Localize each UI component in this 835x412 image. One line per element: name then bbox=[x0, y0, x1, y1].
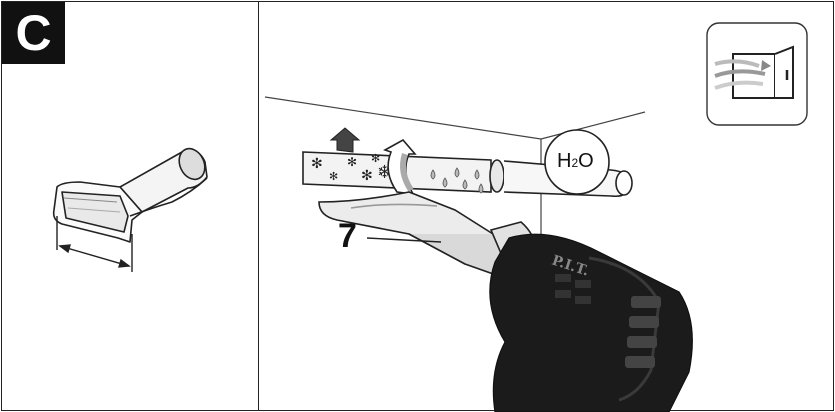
callout-number: 7 bbox=[338, 217, 357, 256]
left-panel: C bbox=[1, 1, 259, 411]
h2o-main: H bbox=[557, 150, 571, 172]
svg-text:✻: ✻ bbox=[329, 170, 338, 183]
svg-text:✻: ✻ bbox=[311, 156, 323, 172]
nozzle-attachment-drawing bbox=[2, 2, 260, 412]
nozzle-attachment-icon bbox=[54, 144, 210, 242]
h2o-tail: O bbox=[578, 150, 594, 172]
heat-gun-icon: P.I.T. bbox=[490, 222, 692, 412]
h2o-label: H2O bbox=[557, 150, 594, 173]
right-panel: ✻✻ ✻✻ ✻❄ bbox=[258, 1, 834, 411]
svg-text:✻: ✻ bbox=[361, 168, 373, 184]
svg-text:✻: ✻ bbox=[347, 155, 357, 169]
heat-gun-scene: ✻✻ ✻✻ ✻❄ bbox=[259, 2, 835, 412]
window-airflow-icon bbox=[707, 23, 807, 125]
